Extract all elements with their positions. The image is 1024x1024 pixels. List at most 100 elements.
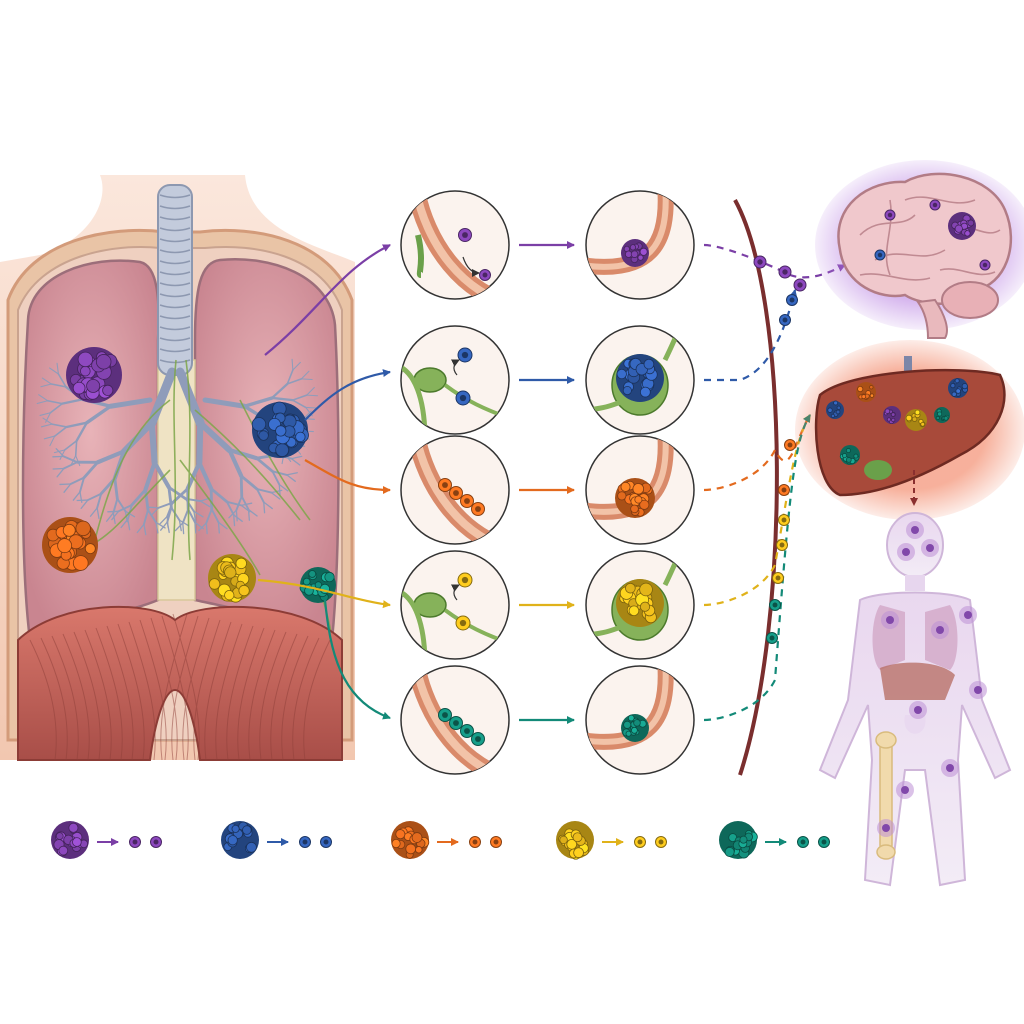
legend [51, 821, 830, 860]
liver-metastasis [826, 400, 844, 419]
liver-metastasis [883, 406, 901, 425]
orange-metastatic-cluster [615, 478, 655, 518]
liver-metastasis [856, 382, 876, 402]
liver-metastasis [905, 409, 927, 431]
liver-icon [795, 340, 1024, 520]
brain-tumor-cell [929, 199, 941, 211]
body-metastasis [974, 686, 982, 694]
yellow-circulating-cell [772, 572, 784, 584]
teal-tumor-cluster [299, 567, 336, 603]
legend-cell [818, 836, 830, 848]
blue-step-intravasation [400, 325, 510, 435]
purple-step-colonization [585, 190, 695, 300]
orange-step-intravasation [400, 435, 510, 545]
orange-tumor-cell [471, 502, 485, 516]
orange-tumor-cell [438, 478, 452, 492]
trachea [157, 184, 193, 376]
liver-metastasis [948, 378, 968, 398]
yellow-spread-arrow [257, 578, 391, 609]
legend-cell [299, 836, 311, 848]
legend-item-orange [391, 821, 502, 859]
body-metastasis [886, 616, 894, 624]
blue-spread-arrow [304, 369, 391, 421]
legend-cell [797, 836, 809, 848]
legend-cell [490, 836, 502, 848]
purple-tumor-cluster [66, 347, 122, 403]
thorax-illustration [0, 175, 355, 761]
blue-circulating-cell [779, 314, 791, 326]
legend-cell [634, 836, 646, 848]
brain-tumor-cell [884, 209, 896, 221]
purple-spread-arrow [264, 244, 391, 356]
circulation-vessel [733, 199, 779, 776]
liver-metastasis [934, 407, 950, 423]
legend-cell [320, 836, 332, 848]
teal-tumor-cell [471, 732, 485, 746]
blue-circulating-cell [786, 294, 798, 306]
blue-tumor-cell [457, 347, 473, 363]
orange-step-colonization [585, 435, 695, 545]
blue-metastatic-cluster [616, 354, 664, 402]
teal-tumor-cell [438, 708, 452, 722]
yellow-legend-cluster [556, 821, 594, 860]
teal-tumor-cell [449, 716, 463, 730]
legend-cell [129, 836, 141, 848]
bronchial-tree [36, 358, 319, 536]
legend-item-teal [719, 821, 830, 859]
blue-tumor-cluster [251, 401, 309, 458]
left-lung [21, 259, 160, 642]
legend-item-yellow [556, 821, 667, 860]
teal-metastatic-cluster [621, 714, 649, 742]
yellow-tumor-cluster [208, 554, 256, 603]
yellow-step-colonization [585, 550, 695, 660]
body-metastasis [964, 611, 972, 619]
blue-step-colonization [585, 325, 695, 435]
purple-step-intravasation [400, 190, 510, 300]
orange-circulating-cell [784, 439, 796, 451]
circulating-tumor-cells [753, 255, 807, 644]
body-metastasis [882, 824, 890, 832]
teal-circulating-cell [769, 599, 781, 611]
brain-tumor-cell [874, 249, 886, 261]
yellow-tumor-cell [455, 615, 471, 631]
orange-spread-arrow [304, 459, 391, 494]
body-metastasis [901, 786, 909, 794]
purple-circulating-cell [753, 255, 767, 269]
legend-item-purple [51, 821, 162, 859]
yellow-circulating-cell [778, 514, 790, 526]
metastasis-steps [400, 190, 695, 775]
teal-step-colonization [585, 665, 695, 775]
yellow-circulating-cell [776, 539, 788, 551]
orange-circulation-path [703, 414, 811, 492]
body-metastasis [936, 626, 944, 634]
teal-tumor-cell [460, 724, 474, 738]
purple-tumor-cell [458, 228, 472, 242]
teal-circulating-cell [766, 632, 778, 644]
legend-item-blue [221, 821, 332, 859]
purple-tumor-cell [479, 269, 491, 281]
legend-cell [150, 836, 162, 848]
legend-cell [469, 836, 481, 848]
blue-circulation-path [704, 289, 798, 382]
orange-circulating-cell [778, 484, 790, 496]
diaphragm-muscle-fibers [29, 613, 331, 761]
brain-icon [815, 160, 1024, 339]
primary-tumors [42, 347, 336, 603]
orange-tumor-cell [460, 494, 474, 508]
orange-tumor-cell [449, 486, 463, 500]
body-metastasis [911, 526, 919, 534]
blue-legend-cluster [221, 821, 259, 859]
yellow-tumor-cell [457, 572, 473, 588]
yellow-metastatic-cluster [616, 579, 664, 627]
purple-circulating-cell [778, 265, 792, 279]
body-metastasis [926, 544, 934, 552]
body-metastasis [914, 706, 922, 714]
purple-legend-cluster [51, 821, 89, 859]
blue-tumor-cell [455, 390, 471, 406]
brain-metastasis [948, 212, 976, 240]
spread-arrows [257, 244, 391, 720]
human-body-icon [818, 512, 1012, 887]
legend-cell [655, 836, 667, 848]
